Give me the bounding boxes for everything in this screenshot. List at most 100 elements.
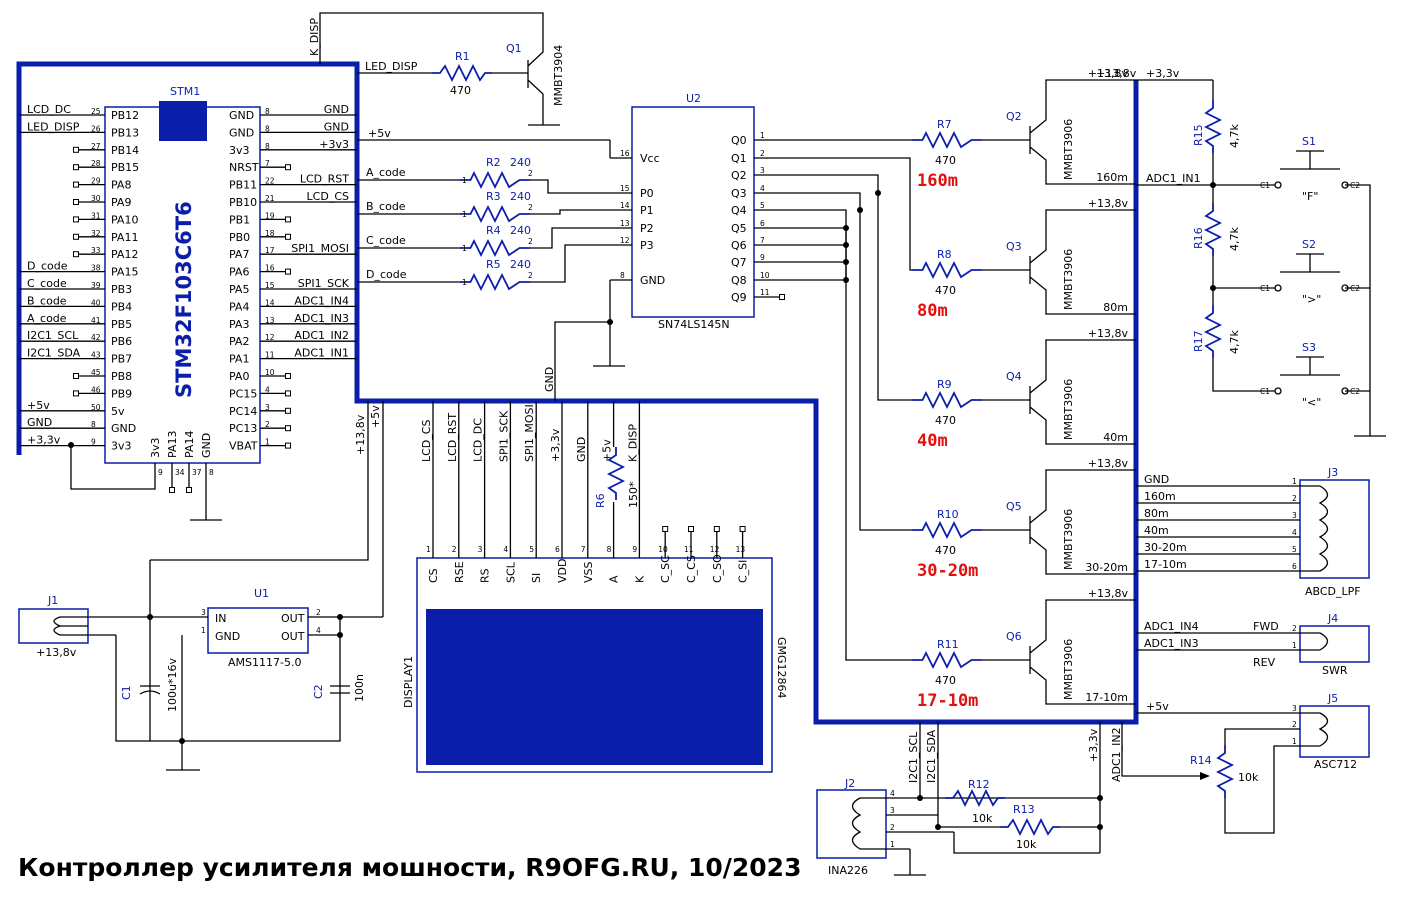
band-supply-label: +13,8v [1088, 457, 1129, 470]
mcu-pin-label: PA4 [229, 300, 249, 313]
display-pin-num: 11 [684, 545, 694, 554]
mcu-pin-num: 42 [91, 333, 101, 342]
band-transistor-ref: Q4 [1006, 370, 1022, 383]
band-net-label: 17-10m [1085, 691, 1128, 704]
band-net-label: 80m [1103, 301, 1128, 314]
display-pin-label: VSS [582, 561, 595, 583]
decoder-pin-num: 11 [760, 288, 770, 297]
j3-ref: J3 [1327, 466, 1338, 479]
code-res-ref: R5 [486, 258, 501, 271]
mcu-pin-label: PA8 [111, 179, 131, 192]
mcu-pin-label: PB12 [111, 109, 139, 122]
r12-ref: R12 [968, 778, 990, 791]
mcu-net-label: LED_DISP [27, 120, 80, 133]
svg-text:1: 1 [1292, 737, 1297, 746]
r6-val: 150* [627, 481, 640, 508]
band-label: 80m [917, 301, 948, 321]
decoder-pin-label: Q9 [731, 291, 747, 304]
mcu-pin-label: PB0 [229, 231, 250, 244]
mcu-pin-label: PB7 [111, 353, 132, 366]
plus33-top: +3,3v [1146, 67, 1180, 80]
decoder-pin-num: 8 [620, 271, 625, 280]
svg-text:2: 2 [528, 169, 533, 178]
decoder-pin-label: Q0 [731, 134, 747, 147]
decoder-pin-num: 12 [620, 236, 630, 245]
j3-net-label: 17-10m [1144, 558, 1187, 571]
j2-label: INA226 [828, 864, 868, 877]
display-pin-label: SI [530, 573, 543, 583]
mcu-pin-num: 40 [91, 298, 101, 307]
band-res-val: 470 [935, 284, 956, 297]
display: DISPLAY1 GMG12864 CS1LCD_CSRSE2LCD_RSTRS… [402, 401, 788, 773]
mcu-pin-num: 9 [91, 438, 96, 447]
display-pin-num: 1 [426, 545, 431, 554]
decoder: U2 SN74LS145N Vcc16P015P114P213P312GND8 … [357, 92, 785, 401]
band-res-ref: R10 [937, 508, 959, 521]
mcu: STM1 STM32F103C6T6 PB1225LCD_DCPB1326LED… [19, 85, 357, 521]
band-res-val: 470 [935, 414, 956, 427]
display-pin-num: 10 [658, 545, 668, 554]
u1-pin-out2: OUT [281, 630, 305, 643]
mcu-pin-label: PA12 [111, 248, 138, 261]
svg-text:2: 2 [528, 271, 533, 280]
decoder-gnd-net: GND [543, 367, 556, 392]
band-net-label: 30-20m [1085, 561, 1128, 574]
mcu-pin-num: 21 [265, 194, 275, 203]
j3-net-label: 40m [1144, 524, 1169, 537]
svg-text:3: 3 [1292, 704, 1297, 713]
band-transistor-type: MMBT3906 [1062, 249, 1075, 310]
r17-val: 4,7k [1228, 330, 1241, 354]
r15-val: 4,7k [1228, 124, 1241, 148]
c1-ref: C1 [120, 685, 133, 700]
switch-label: ">" [1302, 293, 1321, 306]
display-pin-num: 4 [503, 545, 508, 554]
mcu-net-label: GND [324, 103, 349, 116]
display-net-label: +5v [601, 439, 614, 462]
led-drive: LED_DISP R1 470 Q1 MMBT3904 K_DISP [308, 12, 565, 126]
mcu-pin-label: PA13 [166, 431, 179, 458]
c1-val: 100u*16v [166, 658, 179, 712]
switch-label: "<" [1302, 396, 1321, 409]
r1-val: 470 [450, 84, 471, 97]
mcu-net-label: D_code [27, 260, 68, 273]
svg-text:5: 5 [1292, 545, 1297, 554]
mcu-pin-label: GND [111, 422, 136, 435]
plus138-net: +13,8v [354, 414, 367, 455]
switch-ref: S2 [1302, 238, 1316, 251]
c2-ref: C2 [312, 684, 325, 699]
decoder-pin-num: 16 [620, 149, 630, 158]
ina-plus33: +3,3v [1087, 728, 1100, 762]
mcu-pin-num: 25 [91, 107, 101, 116]
mcu-pin-label: PB10 [229, 196, 257, 209]
mcu-pin-label: PA6 [229, 266, 249, 279]
decoder-pin-label: P3 [640, 239, 654, 252]
mcu-pin-label: PA7 [229, 248, 249, 261]
decoder-pin-num: 10 [760, 271, 770, 280]
band-label: 17-10m [917, 691, 978, 711]
j4-fwd: FWD [1253, 620, 1279, 633]
display-net-label: +3,3v [549, 428, 562, 462]
display-pin-num: 8 [607, 545, 612, 554]
mcu-pin-num: 43 [91, 351, 101, 360]
mcu-pin-num: 39 [91, 281, 101, 290]
mcu-pin-num: 27 [91, 142, 101, 151]
mcu-net-label: ADC1_IN3 [294, 312, 349, 325]
display-pin-num: 7 [581, 545, 586, 554]
j5-ref: J5 [1327, 692, 1338, 705]
svg-text:2: 2 [528, 203, 533, 212]
svg-text:2: 2 [1292, 624, 1297, 633]
svg-text:1: 1 [201, 626, 206, 635]
r13-ref: R13 [1013, 803, 1035, 816]
j1-label: +13,8v [36, 646, 77, 659]
plus5-net: +5v [368, 127, 391, 140]
mcu-pin-label: PC13 [229, 422, 257, 435]
mcu-pin-label: PB9 [111, 387, 132, 400]
mcu-pin-label: PC14 [229, 405, 257, 418]
j4-net1: ADC1_IN4 [1144, 620, 1199, 633]
ina-scl: I2C1_SCL [907, 731, 920, 783]
mcu-net-label: ADC1_IN1 [294, 347, 349, 360]
code-res-ref: R2 [486, 156, 501, 169]
svg-text:1: 1 [462, 278, 467, 287]
u1-pin-out1: OUT [281, 612, 305, 625]
mcu-pin-num: 15 [265, 281, 275, 290]
